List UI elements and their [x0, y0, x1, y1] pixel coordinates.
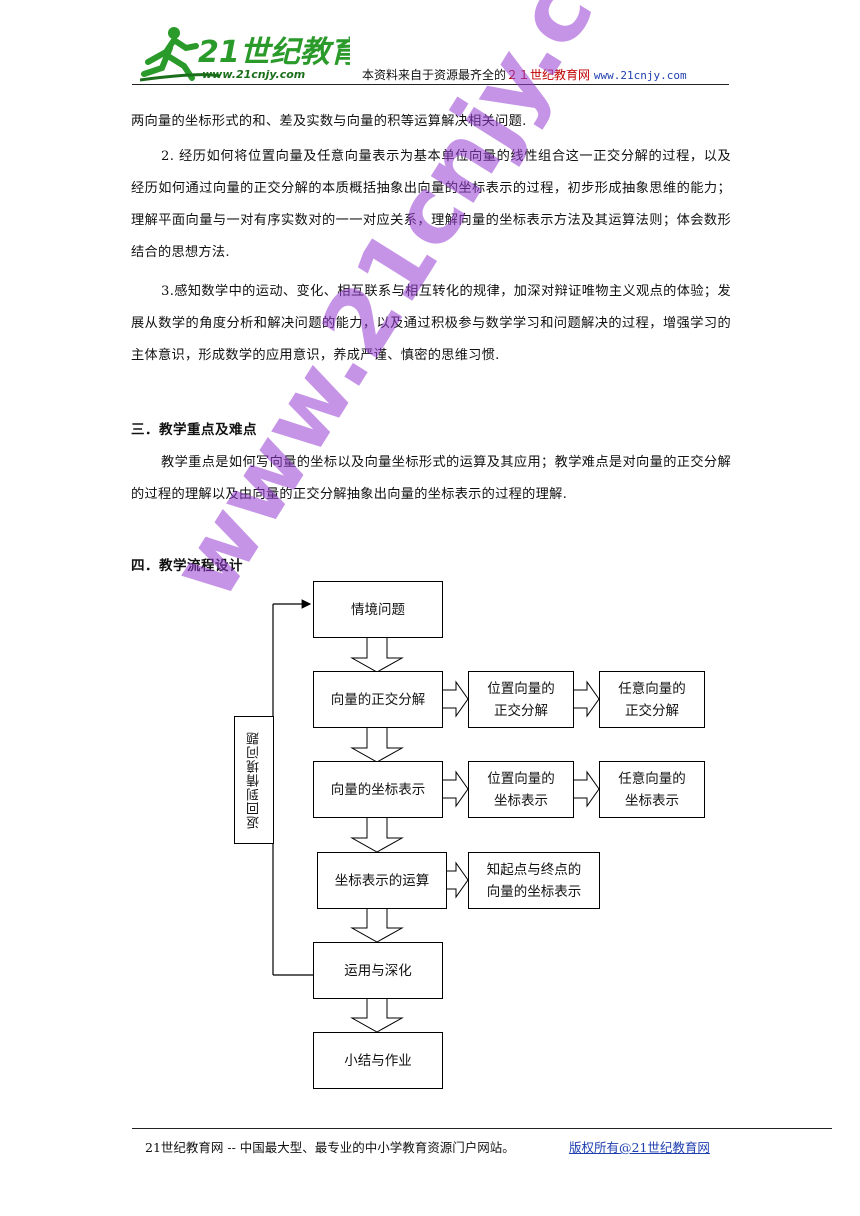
flow-box-coordinate-representation: 向量的坐标表示	[313, 761, 443, 818]
flow-box-any-coordinates: 任意向量的 坐标表示	[599, 761, 705, 818]
flow-side-label: 返回到情境问题	[246, 731, 262, 829]
site-logo: 21世纪教育 www.21cnjy.com	[140, 27, 350, 82]
footer-description: 21世纪教育网 -- 中国最大型、最专业的中小学教育资源门户网站。	[145, 1140, 515, 1155]
paragraph-continued: 两向量的坐标形式的和、差及实数与向量的积等运算解决相关问题.	[131, 114, 527, 129]
down-arrow-5	[350, 998, 404, 1033]
section-heading-flow: 四．教学流程设计	[131, 558, 243, 574]
logo-url: www.21cnjy.com	[202, 68, 305, 81]
footer-divider	[132, 1128, 832, 1129]
paragraph-goal-3: 3.感知数学中的运动、变化、相互联系与相互转化的规律，加深对辩证唯物主义观点的体…	[131, 284, 731, 363]
logo-wordmark: 21世纪教育	[198, 35, 350, 70]
flow-side-label-box: 返回到情境问题	[234, 716, 274, 844]
flow-box-orthogonal-decomposition: 向量的正交分解	[313, 671, 443, 728]
right-arrow-4a	[447, 861, 469, 899]
paragraph-goal-2: 2. 经历如何将位置向量及任意向量表示为基本单位向量的线性组合这一正交分解的过程…	[131, 149, 731, 260]
paragraph-key-points: 教学重点是如何写向量的坐标以及向量坐标形式的运算及其应用；教学难点是对向量的正交…	[131, 455, 731, 502]
runner-logo-icon	[140, 27, 221, 82]
feedback-loop-line	[272, 599, 313, 976]
header-divider	[132, 84, 729, 85]
section-heading-key-points: 三．教学重点及难点	[131, 422, 257, 438]
header-source-url[interactable]: www.21cnjy.com	[593, 69, 687, 82]
flow-box-any-decomposition: 任意向量的 正交分解	[599, 671, 705, 728]
header-source: 本资料来自于资源最齐全的２１世纪教育网 www.21cnjy.com	[362, 66, 687, 83]
down-arrow-4	[350, 908, 404, 943]
down-arrow-2	[350, 728, 404, 763]
right-arrow-3a	[443, 770, 469, 808]
flow-box-start-end-coordinates: 知起点与终点的 向量的坐标表示	[468, 852, 600, 909]
flow-box-position-decomposition: 位置向量的 正交分解	[468, 671, 574, 728]
flow-box-application: 运用与深化	[313, 942, 443, 999]
right-arrow-2b	[574, 680, 600, 718]
flow-box-situation: 情境问题	[313, 581, 443, 638]
right-arrow-2a	[443, 680, 469, 718]
header-source-prefix: 本资料来自于资源最齐全的	[362, 68, 507, 82]
header-source-site[interactable]: ２１世纪教育网	[506, 68, 591, 82]
flow-box-coordinate-operations: 坐标表示的运算	[317, 852, 447, 909]
footer-copyright-link[interactable]: 版权所有@21世纪教育网	[569, 1140, 710, 1155]
right-arrow-3b	[574, 770, 600, 808]
down-arrow-3	[350, 818, 404, 853]
down-arrow-1	[350, 638, 404, 673]
flow-box-position-coordinates: 位置向量的 坐标表示	[468, 761, 574, 818]
flow-box-summary-homework: 小结与作业	[313, 1032, 443, 1089]
